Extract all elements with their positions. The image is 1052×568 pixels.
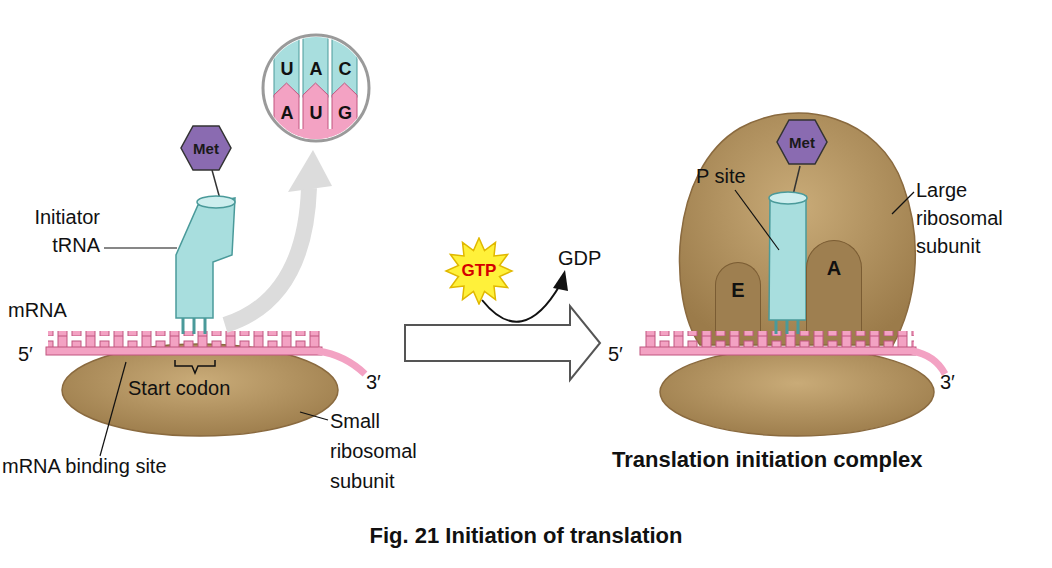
node-label: Met (789, 134, 815, 151)
ribosome-site: A (806, 240, 862, 331)
ribosome-site: E (715, 262, 761, 331)
end-label: 5′ (608, 340, 623, 368)
part-label: Large ribosomal subunit (916, 176, 1028, 260)
trna-top (769, 192, 807, 204)
zoom-circle (263, 35, 369, 141)
leader-line (892, 192, 914, 214)
trna-body (176, 198, 235, 318)
gtp-burst: GTP (443, 237, 515, 305)
mrna-tail (912, 351, 945, 374)
node-label: Met (193, 140, 219, 157)
part-label: Small ribosomal subunit (330, 406, 442, 496)
part-label: mRNA binding site (2, 452, 167, 480)
leader-line (100, 362, 126, 456)
large-subunit (680, 113, 916, 345)
anticodon-legs (776, 320, 798, 334)
met-bond (793, 166, 800, 195)
hydrolysis-arrowhead (553, 270, 568, 291)
mrna-tail (318, 351, 365, 374)
codon-bracket (175, 360, 215, 373)
small-subunit (62, 344, 338, 436)
leader-line (104, 247, 177, 248)
node-label: A (827, 257, 841, 280)
shape-part (261, 33, 371, 143)
small-subunit (660, 348, 934, 436)
gtp-burst (446, 238, 512, 304)
codon-zoom-circle: UACAUG (261, 33, 371, 143)
amino-acid-hexagon: Met (776, 118, 828, 166)
amino-acid-hexagon: Met (180, 124, 232, 172)
base-letter: A (310, 59, 323, 80)
anticodon-legs (183, 318, 205, 334)
figure-caption: Fig. 21 Initiation of translation (0, 522, 1052, 550)
base-letter: U (281, 59, 294, 80)
base-letter: G (338, 103, 352, 124)
mrna-backbone (640, 347, 916, 355)
base-letter: A (281, 103, 294, 124)
met-hexagon (181, 126, 231, 170)
base-letter: U (310, 103, 323, 124)
end-label: 5′ (18, 340, 33, 368)
end-label: 3′ (366, 368, 381, 396)
zoom-arrowhead (288, 150, 332, 192)
mrna-backbone (46, 347, 322, 355)
end-label: 3′ (940, 368, 955, 396)
molecule-label: GDP (558, 244, 601, 272)
leader-line (735, 190, 779, 250)
mrna-bases (642, 331, 914, 347)
molecule-label: mRNA (8, 296, 67, 324)
met-hexagon (777, 120, 827, 164)
part-label: Initiator tRNA (0, 203, 100, 259)
zoom-shape (261, 33, 371, 143)
node-label: E (731, 279, 744, 302)
part-label: P site (696, 162, 746, 190)
complex-title: Translation initiation complex (612, 446, 923, 474)
zoom-arrow (225, 188, 309, 325)
base-letter: C (339, 59, 352, 80)
node-label: GTP (462, 261, 497, 281)
leader-line (300, 412, 328, 420)
trna-body (769, 196, 806, 320)
trna-top (197, 196, 235, 208)
part-label: Start codon (128, 374, 230, 402)
met-bond (212, 170, 220, 199)
